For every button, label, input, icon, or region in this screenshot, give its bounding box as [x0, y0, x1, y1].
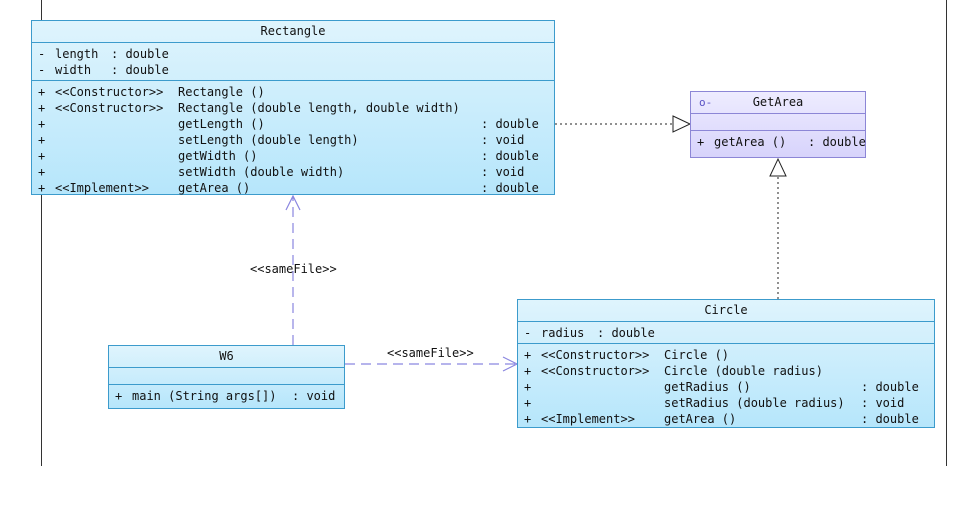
edge-label-w6-rectangle: <<sameFile>>	[250, 262, 337, 276]
operation-row: + setWidth (double width) : void	[38, 165, 525, 179]
class-rectangle-title: Rectangle	[32, 21, 554, 43]
interface-getarea-title: o- GetArea	[691, 92, 865, 114]
edge-label-w6-circle: <<sameFile>>	[387, 346, 474, 360]
operation-row: + <<Constructor>> Rectangle (double leng…	[38, 101, 460, 115]
operation-row: + getWidth () : double	[38, 149, 539, 163]
operation-row: + <<Constructor>> Circle ()	[524, 348, 730, 362]
class-circle-operations: + <<Constructor>> Circle () + <<Construc…	[518, 344, 934, 429]
operation-row: + <<Implement>> getArea () : double	[38, 181, 539, 195]
class-w6-title: W6	[109, 346, 344, 368]
class-w6-operations: + main (String args[]) : void	[109, 385, 344, 406]
relationship-edges	[285, 115, 787, 372]
class-rectangle-attributes: - length : double - width : double	[32, 43, 554, 81]
w6-rectangle-dependency-arrowhead	[285, 194, 301, 211]
operation-row: + <<Constructor>> Rectangle ()	[38, 85, 265, 99]
operation-row: + setRadius (double radius) : void	[524, 396, 905, 410]
attribute-row: - radius : double	[524, 326, 655, 340]
operation-row: + getLength () : double	[38, 117, 539, 131]
canvas-left-border	[41, 0, 42, 466]
operation-row: + setLength (double length) : void	[38, 133, 525, 147]
attribute-row: - width : double	[38, 63, 169, 77]
class-w6-attributes	[109, 368, 344, 385]
interface-getarea-operations: + getArea () : double	[691, 131, 866, 152]
interface-lollipop-icon: o-	[699, 96, 713, 109]
class-circle-title: Circle	[518, 300, 934, 322]
interface-getarea-name: GetArea	[752, 95, 804, 109]
canvas-right-border	[946, 0, 947, 466]
operation-row: + getRadius () : double	[524, 380, 919, 394]
operation-row: + <<Constructor>> Circle (double radius)	[524, 364, 823, 378]
operation-row: + getArea () : double	[697, 135, 866, 149]
attribute-row: - length : double	[38, 47, 169, 61]
operation-row: + main (String args[]) : void	[115, 389, 336, 403]
circle-getarea-realization-arrowhead	[769, 157, 787, 177]
class-rectangle[interactable]: Rectangle - length : double - width : do…	[31, 20, 555, 195]
operation-row: + <<Implement>> getArea () : double	[524, 412, 919, 426]
class-rectangle-operations: + <<Constructor>> Rectangle () + <<Const…	[32, 81, 554, 198]
interface-getarea[interactable]: o- GetArea + getArea () : double	[690, 91, 866, 158]
class-circle[interactable]: Circle - radius : double + <<Constructor…	[517, 299, 935, 428]
class-w6[interactable]: W6 + main (String args[]) : void	[108, 345, 345, 409]
rectangle-getarea-realization-arrowhead	[672, 115, 692, 133]
interface-getarea-attributes	[691, 114, 865, 131]
class-circle-attributes: - radius : double	[518, 322, 934, 344]
